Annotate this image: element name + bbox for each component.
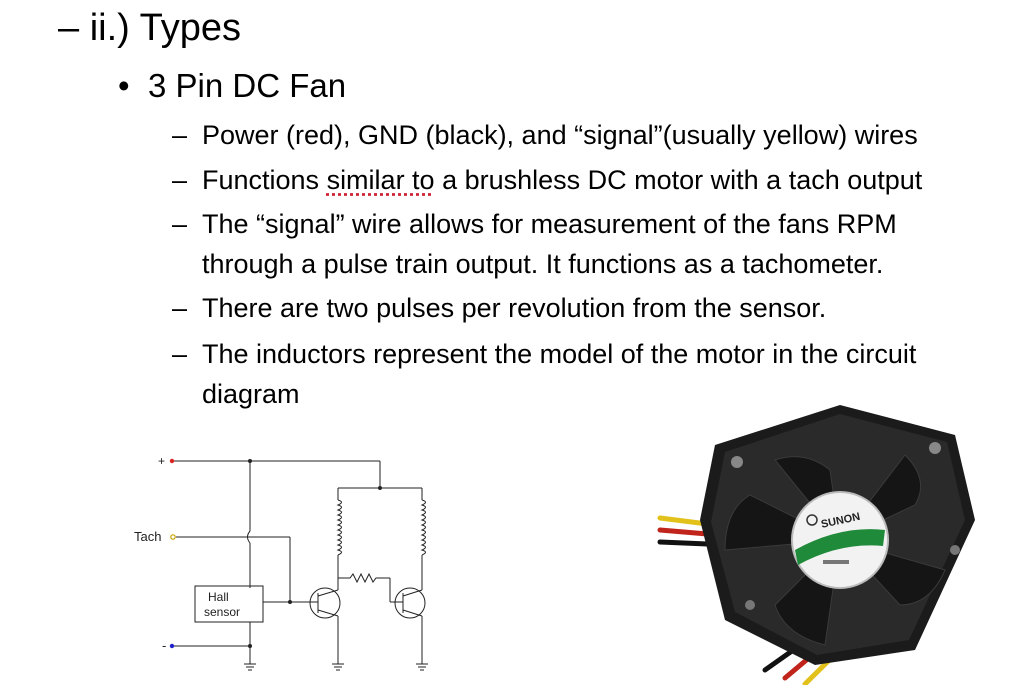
tach-label: Tach [134,529,161,544]
hall-label: Hall [208,590,229,604]
text-line: through a pulse train output. It functio… [202,249,884,279]
dash-icon: – [172,339,188,369]
list-item-text: Functions similar to a brushless DC moto… [202,160,1012,200]
dash-icon: – [172,293,188,323]
list-item-text: Power (red), GND (black), and “signal”(u… [202,120,918,150]
list-item-text: There are two pulses per revolution from… [202,293,827,323]
heading-text: ii.) Types [89,7,242,49]
fan-circuit-diagram: + - Tach Hall sensor [134,454,428,671]
spellcheck-flagged-text: similar to [326,165,435,195]
list-item: – Functions similar to a brushless DC mo… [172,160,1012,200]
list-item-text: The inductors represent the model of the… [202,334,1012,414]
bullet-icon: • [118,67,130,104]
list-item: – There are two pulses per revolution fr… [172,288,1012,328]
subheading-text: 3 Pin DC Fan [148,67,347,104]
minus-terminal-icon [169,643,175,649]
text-line: The “signal” wire allows for measurement… [202,209,897,239]
heading-dash: – [58,7,80,49]
section-heading: – ii.) Types [58,6,241,50]
text-segment: Functions [202,165,327,195]
sensor-label: sensor [204,605,240,619]
list-item: – The inductors represent the model of t… [172,334,1012,414]
text-line: The inductors represent the model of the… [202,339,917,369]
list-item: – Power (red), GND (black), and “signal”… [172,115,1012,155]
text-segment: a brushless DC motor with a tach output [434,165,923,195]
dash-icon: – [172,165,188,195]
fan-photo: SUNON [657,405,975,685]
dash-icon: – [172,209,188,239]
text-line: diagram [202,379,300,409]
list-item: – The “signal” wire allows for measureme… [172,204,1012,284]
brand-logo-icon [806,514,818,526]
subheading: • 3 Pin DC Fan [118,66,346,106]
list-item-text: The “signal” wire allows for measurement… [202,204,1012,284]
plus-label: + [158,454,165,468]
tach-terminal-icon [170,534,176,540]
minus-label: - [162,638,166,653]
dash-icon: – [172,120,188,150]
plus-terminal-icon [169,458,175,464]
